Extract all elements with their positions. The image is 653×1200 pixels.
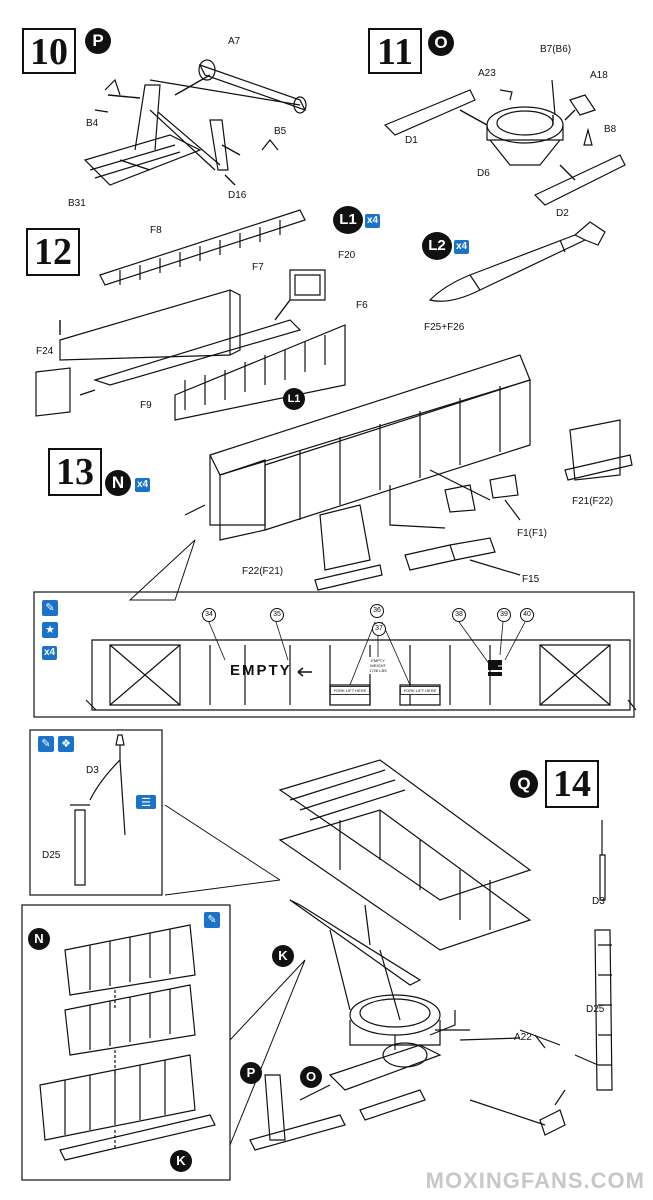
launcher-k-badge: K xyxy=(272,945,294,967)
part-label-b8: B8 xyxy=(604,124,617,135)
step-number-14: 14 xyxy=(545,760,599,808)
antenna-inset-frame xyxy=(29,729,163,896)
decal-callout-39: 39 xyxy=(497,608,511,622)
part-label-f6: F6 xyxy=(356,300,368,311)
part-label-d2: D2 xyxy=(556,208,569,219)
step-number-13: 13 xyxy=(48,448,102,496)
part-label-d3: D3 xyxy=(592,896,605,907)
decal-callout-36: 36 xyxy=(370,604,384,618)
decal-star-icon: ★ xyxy=(42,622,58,638)
step10-badge: P xyxy=(85,28,111,54)
part-label-f8: F8 xyxy=(150,225,162,236)
part-label-f1: F1(F1) xyxy=(517,528,547,539)
l1-quantity: x4 xyxy=(365,214,381,228)
decal-empty-weight: EMPTY WEIGHT 1726 LBS xyxy=(366,657,390,674)
watermark-text: MOXINGFANS.COM xyxy=(425,1168,645,1193)
step-number-10: 10 xyxy=(22,28,76,74)
decal-callout-35: 35 xyxy=(270,608,284,622)
step13-assembly xyxy=(184,354,633,591)
glue-icon: ❖ xyxy=(58,736,74,752)
part-label-d16: D16 xyxy=(228,190,247,201)
stripe-paint-icon: ☰ xyxy=(136,795,156,809)
decal-empty-text: EMPTY xyxy=(230,662,292,679)
decal-fork-lift-1: FORK LIFT HERE xyxy=(330,686,370,695)
part-label-f20: F20 xyxy=(338,250,356,261)
paint-brush-icon-3: ✎ xyxy=(204,912,220,928)
part-label-a23: A23 xyxy=(478,68,496,79)
part-label-d1: D1 xyxy=(405,135,418,146)
part-label-f24: F24 xyxy=(36,346,54,357)
decal-panel-drawing xyxy=(85,639,637,711)
part-label-d25: D25 xyxy=(586,1004,605,1015)
decal-callout-40: 40 xyxy=(520,608,534,622)
step13-badge: N xyxy=(105,470,131,496)
decal-callout-38: 38 xyxy=(452,608,466,622)
part-label-d25-inset: D25 xyxy=(42,850,61,861)
part-label-f7: F7 xyxy=(252,262,264,273)
stack-n-badge: N xyxy=(28,928,50,950)
step14-badge: Q xyxy=(510,770,538,798)
l2-quantity: x4 xyxy=(454,240,470,254)
l1-inline-badge: L1 xyxy=(283,388,305,410)
part-label-f25-f26: F25+F26 xyxy=(424,322,465,333)
stack-k-badge: K xyxy=(170,1150,192,1172)
part-label-f9: F9 xyxy=(140,400,152,411)
part-label-b4: B4 xyxy=(86,118,99,129)
decal-fork-lift-2: FORK LIFT HERE xyxy=(400,686,440,695)
antenna-inset-drawing xyxy=(70,734,126,886)
part-label-f15: F15 xyxy=(522,574,540,585)
step14-launcher-drawing xyxy=(249,759,613,1151)
decal-callout-37: 37 xyxy=(372,622,386,636)
part-label-a7: A7 xyxy=(228,36,241,47)
decal-panel-frame xyxy=(33,591,635,718)
stack-inset-frame xyxy=(21,904,231,1181)
missile-drawing xyxy=(428,221,606,302)
step11-badge: O xyxy=(428,30,454,56)
part-label-f22-f21: F22(F21) xyxy=(242,566,284,577)
part-label-d6: D6 xyxy=(477,168,490,179)
paint-brush-icon-2: ✎ xyxy=(38,736,54,752)
step10-assembly xyxy=(83,59,307,186)
part-label-d3-inset: D3 xyxy=(86,765,99,776)
stack-inset-drawing xyxy=(39,924,216,1161)
launcher-o-badge: O xyxy=(300,1066,322,1088)
step13-quantity: x4 xyxy=(135,478,151,492)
decal-quantity: x4 xyxy=(42,646,58,660)
step11-assembly xyxy=(383,79,626,206)
part-label-f21-f22: F21(F22) xyxy=(572,496,614,507)
part-label-a18: A18 xyxy=(590,70,608,81)
step-number-12: 12 xyxy=(26,228,80,276)
part-label-b5: B5 xyxy=(274,126,287,137)
decal-callout-34: 34 xyxy=(202,608,216,622)
step12-assembly xyxy=(35,209,346,421)
part-label-b7: B7(B6) xyxy=(540,44,572,55)
l1-badge: L1 xyxy=(333,206,363,234)
paint-brush-icon: ✎ xyxy=(42,600,58,616)
step-number-11: 11 xyxy=(368,28,422,74)
l2-badge: L2 xyxy=(422,232,452,260)
part-label-b31: B31 xyxy=(68,198,86,209)
part-label-a22: A22 xyxy=(514,1032,532,1043)
launcher-p-badge: P xyxy=(240,1062,262,1084)
